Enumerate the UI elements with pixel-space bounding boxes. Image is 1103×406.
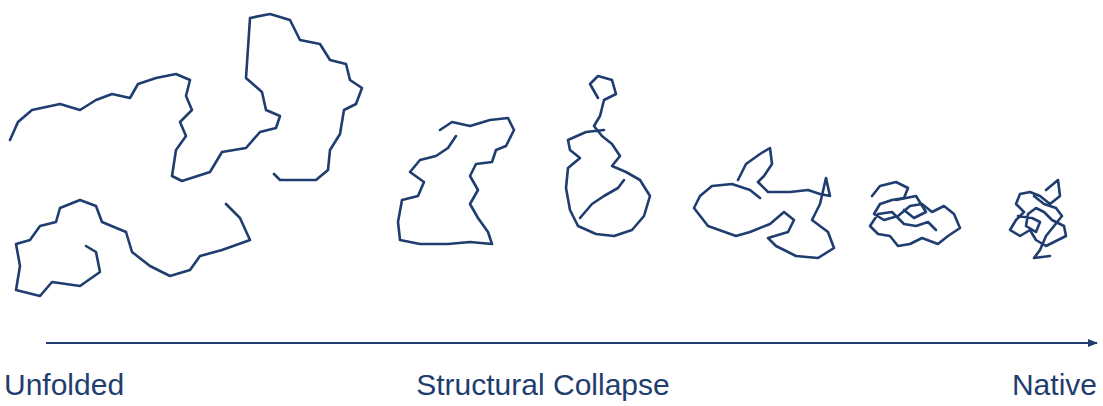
collapsing-chain [694,148,834,258]
axis-label-slot: Native [1012,370,1097,400]
native-chain [1034,196,1062,258]
compact-chain [896,196,926,218]
axis-label: Structural Collapse [416,368,669,401]
collapsing-chain [398,118,514,244]
collapsing-chain [580,180,624,218]
unfolded-chain [10,14,362,181]
axis-label-slot: Unfolded [4,370,124,400]
native-chain [1010,180,1066,246]
compact-chain [870,182,960,246]
progress-arrow [46,342,1097,344]
collapsing-chain [566,76,650,236]
axis-label: Unfolded [4,368,124,401]
axis-label-slot: Structural Collapse [416,370,669,400]
unfolded-chain [16,200,250,296]
axis-label: Native [1012,368,1097,401]
